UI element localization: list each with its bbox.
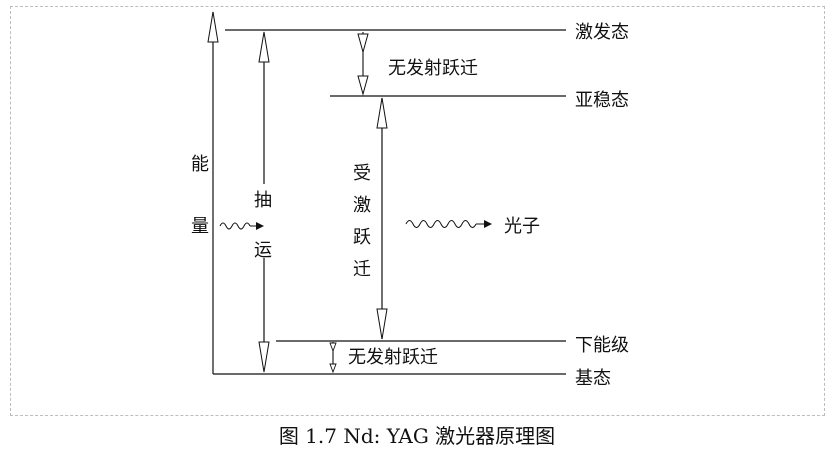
stimulated-arrow [377, 98, 387, 339]
nonradiative-top-label: 无发射跃迁 [388, 58, 478, 79]
pumping-arrowhead-down [259, 342, 269, 372]
level-ground-label: 基态 [575, 368, 611, 389]
pump-wave-arrowhead [256, 222, 264, 230]
energy-axis [208, 12, 218, 374]
photon-wave [406, 220, 492, 228]
nonradiative-top-head-b [358, 76, 368, 94]
energy-axis-label-char-2: 量 [191, 216, 209, 237]
stimulated-arrowhead-up [377, 98, 387, 128]
level-lower-label: 下能级 [575, 335, 629, 356]
nonradiative-bottom-label: 无发射跃迁 [348, 347, 438, 368]
stimulated-label-char-4: 迁 [353, 259, 371, 280]
energy-axis-label-char-1: 能 [191, 154, 209, 175]
photon-label: 光子 [504, 216, 540, 237]
pump-wave-line [220, 223, 250, 229]
photon-wave-line [406, 221, 476, 228]
level-metastable-label: 亚稳态 [575, 90, 629, 111]
energy-axis-arrowhead [208, 12, 218, 42]
pumping-label-char-1: 抽 [254, 190, 272, 211]
photon-wave-arrowhead [484, 220, 492, 228]
diagram-frame [10, 6, 825, 416]
stimulated-label-char-3: 跃 [353, 227, 371, 248]
nonradiative-bottom-arrow [330, 342, 336, 372]
stimulated-label-char-1: 受 [353, 163, 371, 184]
pumping-label-char-2: 运 [254, 240, 272, 261]
nonradiative-top-arrow [358, 32, 368, 94]
stimulated-label-char-2: 激 [353, 195, 371, 216]
figure-caption: 图 1.7 Nd: YAG 激光器原理图 [279, 424, 555, 448]
nonradiative-bottom-head-b [330, 364, 336, 372]
nonradiative-bottom-head-a [330, 343, 336, 351]
level-excited-label: 激发态 [575, 22, 629, 43]
pump-wave [220, 222, 264, 230]
stimulated-arrowhead-down [377, 309, 387, 339]
nonradiative-top-head-a [358, 34, 368, 52]
pumping-arrowhead-up [259, 32, 269, 62]
pumping-arrow [259, 32, 269, 372]
